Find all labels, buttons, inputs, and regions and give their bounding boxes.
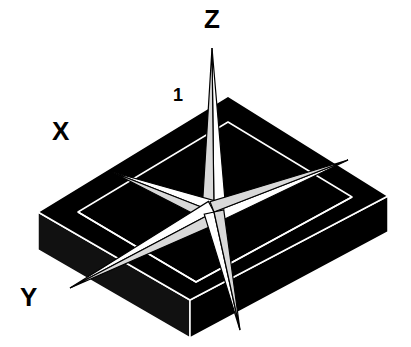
axis-label: Z [204,6,220,32]
axis-star [70,48,348,330]
axis-label: Y [20,284,37,310]
star-arm-light [70,201,214,288]
pin1-dot [294,123,310,139]
star-arm-shade [210,160,348,212]
star-arm-shade [214,210,240,330]
axis-label: X [52,118,69,144]
pin-number: 1 [173,86,183,104]
star-arm-light [214,160,348,222]
star-arm-shade [70,212,220,288]
star-arm-shade [202,48,214,212]
